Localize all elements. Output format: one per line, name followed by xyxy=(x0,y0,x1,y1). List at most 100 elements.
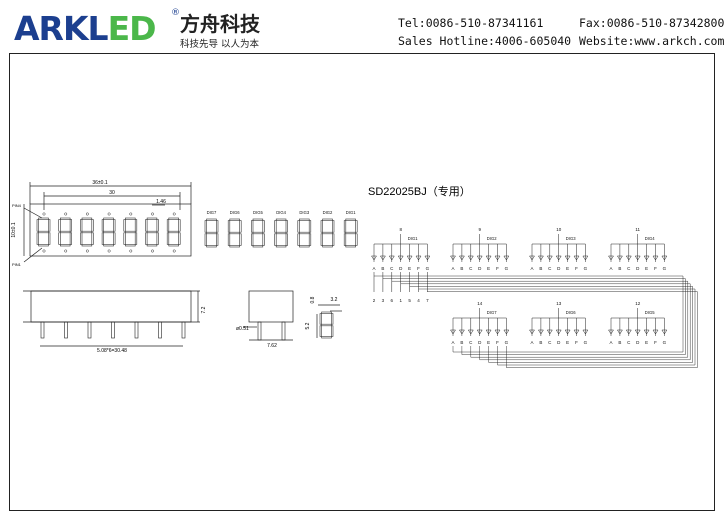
front-digit-mark xyxy=(129,212,133,216)
segment-c xyxy=(134,232,138,245)
segment-letter: D xyxy=(557,266,561,271)
front-digit xyxy=(80,217,94,247)
diode-symbol xyxy=(450,255,456,261)
segment-b xyxy=(178,219,181,232)
segment-c xyxy=(308,233,312,246)
diode-symbol xyxy=(415,255,422,261)
segment-letter: C xyxy=(469,266,473,271)
segment-d xyxy=(252,245,264,248)
front-digit-mark xyxy=(85,249,89,253)
front-digit-mark xyxy=(64,212,68,216)
label-pin-a: PIN4 xyxy=(12,203,22,208)
diode-symbol xyxy=(476,255,483,261)
segment-e xyxy=(204,233,207,246)
diode-symbol xyxy=(661,329,668,335)
segment-g xyxy=(299,231,310,235)
group-pin-number: 13 xyxy=(556,301,562,306)
segment-letter: A xyxy=(451,266,454,271)
segment-a xyxy=(229,218,240,221)
label-pin-b: PIN1 xyxy=(12,262,22,267)
segment-e xyxy=(123,232,126,245)
segment-d xyxy=(229,245,240,248)
front-digit xyxy=(145,217,159,247)
segment-d xyxy=(38,244,49,247)
company-slogan: 科技先导 以人为本 xyxy=(180,39,260,50)
front-digit-mark xyxy=(172,212,176,216)
front-digit xyxy=(101,217,116,247)
segment-letter: G xyxy=(426,266,430,271)
bottom-pin-number: 6 xyxy=(391,298,394,303)
segment-g xyxy=(168,230,179,234)
segment-f xyxy=(320,220,323,233)
diode-symbol xyxy=(467,329,474,335)
segment-b xyxy=(262,220,265,233)
segment-b xyxy=(308,220,312,233)
common-cathode-group xyxy=(608,308,668,336)
side-pin xyxy=(158,321,162,339)
common-cathode-group xyxy=(450,308,510,336)
segment-f xyxy=(251,220,254,233)
segment-a xyxy=(125,217,136,220)
segment-g xyxy=(206,231,217,235)
segment-letter: E xyxy=(645,340,648,345)
tel-text: Tel:0086-510-87341161 xyxy=(398,16,544,30)
front-digit-mark xyxy=(85,212,89,216)
diode-symbol xyxy=(397,255,404,261)
side-pins-group xyxy=(40,321,186,339)
separate-digit xyxy=(204,218,219,248)
side-pin xyxy=(40,321,45,339)
segment-letter: F xyxy=(496,266,499,271)
diode-symbol xyxy=(652,255,659,261)
segment-c xyxy=(69,232,72,245)
segment-d xyxy=(275,245,287,248)
diode-symbol xyxy=(458,329,465,335)
segment-letter: C xyxy=(627,266,631,271)
segment-c xyxy=(48,232,51,245)
segment-d xyxy=(322,245,333,248)
segment-g xyxy=(322,231,333,235)
bottom-pin-number: 7 xyxy=(426,298,429,303)
bottom-pin-number: 2 xyxy=(373,298,376,303)
page-header: ARKLED ® 方舟科技 科技先导 以人为本 Tel:0086-510-873… xyxy=(0,0,724,52)
diode-symbol xyxy=(555,255,562,261)
segment-letter: D xyxy=(478,266,482,271)
segment-letter: C xyxy=(548,340,552,345)
segment-b xyxy=(355,220,358,233)
separate-digit xyxy=(251,218,265,248)
company-logo: ARKLED xyxy=(14,9,156,48)
segment-f xyxy=(36,219,39,232)
bottom-pin-number: 4 xyxy=(417,298,420,303)
segment-f xyxy=(80,219,83,232)
diode-symbol xyxy=(476,329,483,335)
diode-symbol xyxy=(608,255,614,261)
segment-letter: G xyxy=(505,266,509,271)
segment-letter: E xyxy=(408,266,411,271)
segment-b xyxy=(331,313,334,325)
diode-symbol xyxy=(379,255,386,261)
segment-a xyxy=(38,217,49,220)
common-cathode-group xyxy=(450,234,510,262)
diode-symbol xyxy=(537,329,544,335)
segment-d xyxy=(146,244,158,247)
diode-symbol xyxy=(529,255,535,261)
segment-d xyxy=(103,244,114,247)
segment-f xyxy=(58,219,61,232)
dim-seg-top: 0.8 xyxy=(310,296,316,303)
segment-b xyxy=(332,220,335,233)
dim-pin-diameter: ø0.51 xyxy=(236,326,249,332)
front-digit-mark xyxy=(64,249,68,253)
diode-symbol xyxy=(616,329,623,335)
diode-symbol xyxy=(406,255,413,261)
diode-symbol xyxy=(555,329,562,335)
segment-c xyxy=(331,325,334,337)
diode-symbol xyxy=(494,329,501,335)
segment-g xyxy=(146,230,158,234)
display-front-outline xyxy=(29,203,192,257)
segment-letter: D xyxy=(636,266,640,271)
company-name-cn: 方舟科技 xyxy=(180,12,260,36)
diode-symbol xyxy=(467,255,474,261)
segment-e xyxy=(343,233,347,246)
segment-letter: G xyxy=(584,266,588,271)
front-digit-mark xyxy=(172,249,176,253)
digit-label: DIG6 xyxy=(230,210,240,215)
